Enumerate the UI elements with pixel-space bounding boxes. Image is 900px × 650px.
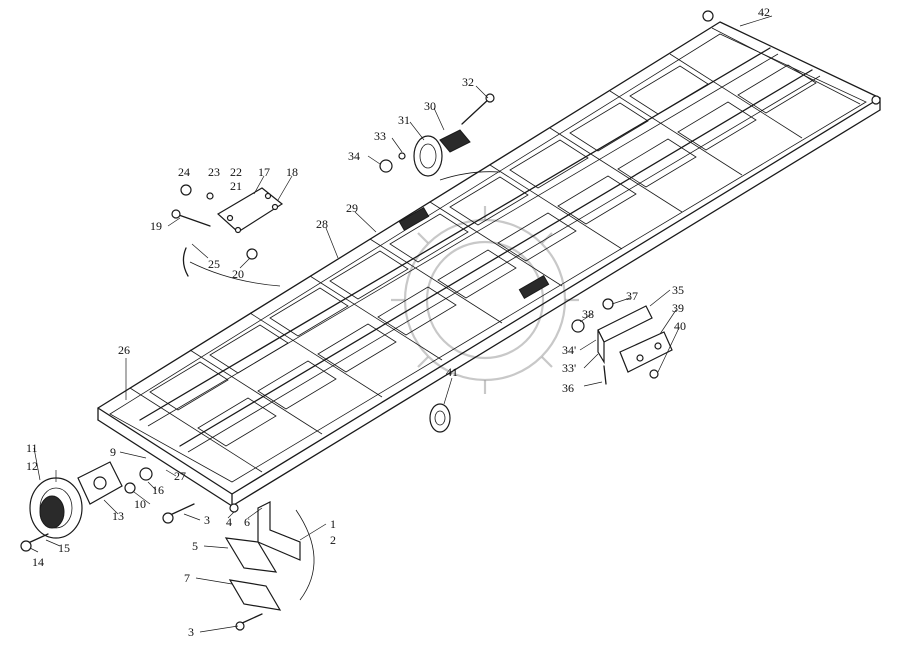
callout-3-upper: 3 — [204, 513, 210, 527]
bolt-3-lower — [235, 613, 263, 631]
callout-1: 1 — [330, 517, 336, 531]
clip-25 — [182, 247, 189, 277]
floor-panels — [149, 64, 817, 447]
callout-34-prime: 34' — [562, 343, 576, 357]
callout-21: 21 — [230, 179, 242, 193]
callout-2: 2 — [330, 533, 336, 547]
callout-4: 4 — [226, 515, 232, 529]
washer-33 — [398, 152, 406, 160]
plate-7 — [228, 579, 282, 611]
callout-12: 12 — [26, 459, 38, 473]
callout-11: 11 — [26, 441, 38, 455]
cross-members — [129, 27, 861, 473]
callout-40: 40 — [674, 319, 686, 333]
callout-19: 19 — [150, 219, 162, 233]
nut-16 — [139, 467, 153, 481]
mount-arc-bottom — [295, 509, 315, 601]
washer-23 — [206, 192, 214, 200]
bolt-14 — [20, 533, 49, 552]
mount-arc-left — [189, 261, 281, 287]
leader-lines — [29, 15, 773, 633]
callout-16: 16 — [152, 483, 164, 497]
bolt-40 — [649, 369, 659, 379]
callout-30: 30 — [424, 99, 436, 113]
callout-3-lower: 3 — [188, 625, 194, 639]
washer-10 — [124, 482, 136, 494]
callout-20: 20 — [232, 267, 244, 281]
callout-29: 29 — [346, 201, 358, 215]
washer-37 — [602, 298, 614, 310]
callout-7: 7 — [184, 571, 190, 585]
callout-6: 6 — [244, 515, 250, 529]
callout-23: 23 — [208, 165, 220, 179]
callout-42: 42 — [758, 5, 770, 19]
bracket-35 — [597, 305, 653, 365]
callout-9: 9 — [110, 445, 116, 459]
watermark-gear-icon — [391, 206, 579, 394]
callout-34: 34 — [348, 149, 360, 163]
plate-17 — [216, 187, 284, 234]
bolt-3-upper — [162, 503, 195, 524]
plate-39 — [619, 331, 673, 373]
nut-38 — [571, 319, 585, 333]
pulley-30 — [413, 129, 471, 177]
nut-34 — [379, 159, 393, 173]
callout-39: 39 — [672, 301, 684, 315]
callout-18: 18 — [286, 165, 298, 179]
callout-37: 37 — [626, 289, 638, 303]
bolt-32 — [461, 93, 495, 125]
callout-32: 32 — [462, 75, 474, 89]
flange-13 — [77, 461, 123, 505]
bolt-4 — [229, 503, 239, 513]
nut-20 — [246, 248, 258, 260]
callout-33-prime: 33' — [562, 361, 576, 375]
callout-38: 38 — [582, 307, 594, 321]
callout-25: 25 — [208, 257, 220, 271]
callout-27: 27 — [174, 469, 186, 483]
roller-41 — [429, 403, 451, 433]
callout-10: 10 — [134, 497, 146, 511]
callout-33: 33 — [374, 129, 386, 143]
callout-35: 35 — [672, 283, 684, 297]
callout-31: 31 — [398, 113, 410, 127]
callout-26: 26 — [118, 343, 130, 357]
callout-24: 24 — [178, 165, 190, 179]
bracket-1 — [257, 501, 301, 561]
callout-14: 14 — [32, 555, 44, 569]
callout-36: 36 — [562, 381, 574, 395]
callout-28: 28 — [316, 217, 328, 231]
ladder-frame — [97, 10, 881, 507]
callout-17: 17 — [258, 165, 270, 179]
bolt-36 — [603, 365, 607, 385]
callout-5: 5 — [192, 539, 198, 553]
pulley-12 — [29, 477, 83, 539]
callout-41: 41 — [446, 365, 458, 379]
nut-24 — [180, 184, 192, 196]
callout-15: 15 — [58, 541, 70, 555]
bolt-19 — [171, 209, 211, 227]
callout-13: 13 — [112, 509, 124, 523]
plate-5 — [224, 537, 278, 573]
callout-labels: 42 32 30 31 33 34 24 23 22 21 17 18 19 2… — [26, 5, 770, 639]
callout-22: 22 — [230, 165, 242, 179]
mount-arc-top — [439, 171, 501, 181]
